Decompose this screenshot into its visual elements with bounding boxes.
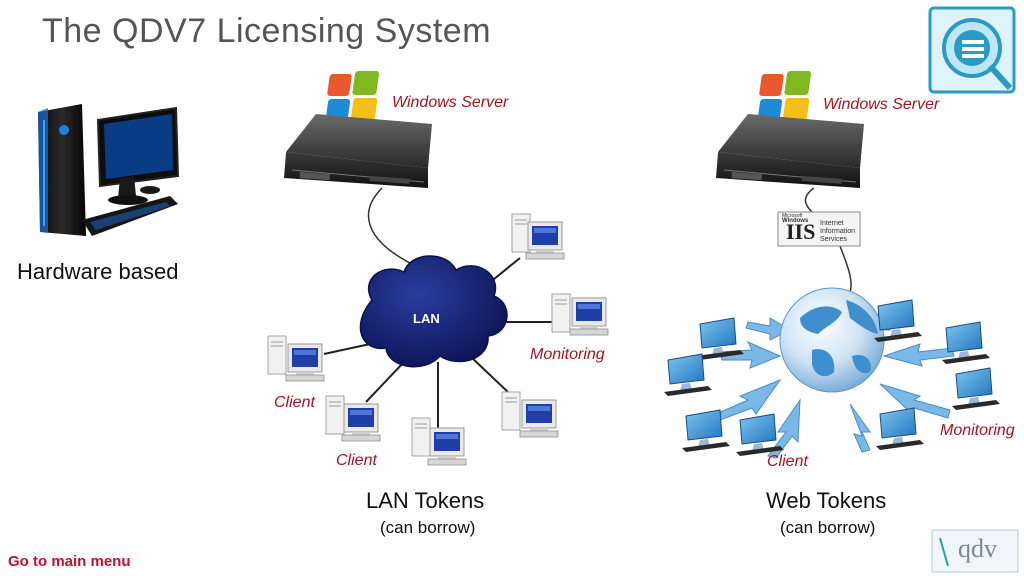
web-tokens-subheading: (can borrow) bbox=[780, 518, 876, 537]
web-monitoring-computer bbox=[875, 407, 925, 451]
iis-microsoft-text: Microsoft bbox=[782, 213, 803, 219]
qdv-footer-logo bbox=[931, 529, 1019, 573]
lan-cloud bbox=[359, 255, 508, 368]
lan-monitoring-computer bbox=[551, 293, 609, 336]
iis-line-1: Internet bbox=[820, 220, 844, 227]
hardware-pc-icon bbox=[38, 104, 180, 236]
lan-client-computer bbox=[267, 335, 325, 382]
lan-client-computer bbox=[511, 213, 565, 260]
web-client-computer bbox=[941, 321, 991, 365]
footer-logo-text: qdv bbox=[958, 534, 997, 563]
lan-cloud-label: LAN bbox=[413, 311, 440, 326]
web-client-computer bbox=[951, 367, 1001, 411]
iis-big-text: IIS bbox=[786, 219, 816, 244]
lan-client-computer bbox=[325, 395, 381, 442]
web-client-label: Client bbox=[767, 453, 808, 470]
lan-client-label: Client bbox=[274, 394, 315, 411]
web-server-icon bbox=[716, 114, 864, 188]
go-to-main-menu-link[interactable]: Go to main menu bbox=[8, 553, 131, 570]
lan-client-computer bbox=[501, 391, 559, 438]
web-monitoring-label: Monitoring bbox=[940, 422, 1015, 439]
web-tokens-heading: Web Tokens bbox=[766, 488, 887, 513]
iis-windows-text: Windows bbox=[782, 218, 809, 224]
globe-icon bbox=[779, 287, 885, 393]
lan-tokens-subheading: (can borrow) bbox=[380, 518, 476, 537]
iis-badge bbox=[777, 211, 861, 247]
web-client-computer bbox=[695, 317, 745, 361]
page-title: The QDV7 Licensing System bbox=[42, 12, 492, 50]
qdv-logo-icon bbox=[928, 6, 1016, 94]
windows-logo-icon bbox=[757, 71, 812, 122]
iis-line-2: Information bbox=[820, 228, 856, 235]
web-client-computer bbox=[663, 353, 713, 397]
iis-line-3: Services bbox=[820, 236, 847, 243]
lan-monitoring-label: Monitoring bbox=[530, 346, 605, 363]
windows-logo-icon bbox=[325, 71, 380, 122]
web-client-computer bbox=[735, 413, 785, 457]
lan-server-icon bbox=[284, 114, 432, 188]
hardware-based-label: Hardware based bbox=[17, 259, 179, 284]
lan-server-label: Windows Server bbox=[392, 94, 509, 111]
lan-client-label: Client bbox=[336, 452, 377, 469]
lan-tokens-heading: LAN Tokens bbox=[366, 488, 485, 513]
web-server-label: Windows Server bbox=[823, 96, 940, 113]
